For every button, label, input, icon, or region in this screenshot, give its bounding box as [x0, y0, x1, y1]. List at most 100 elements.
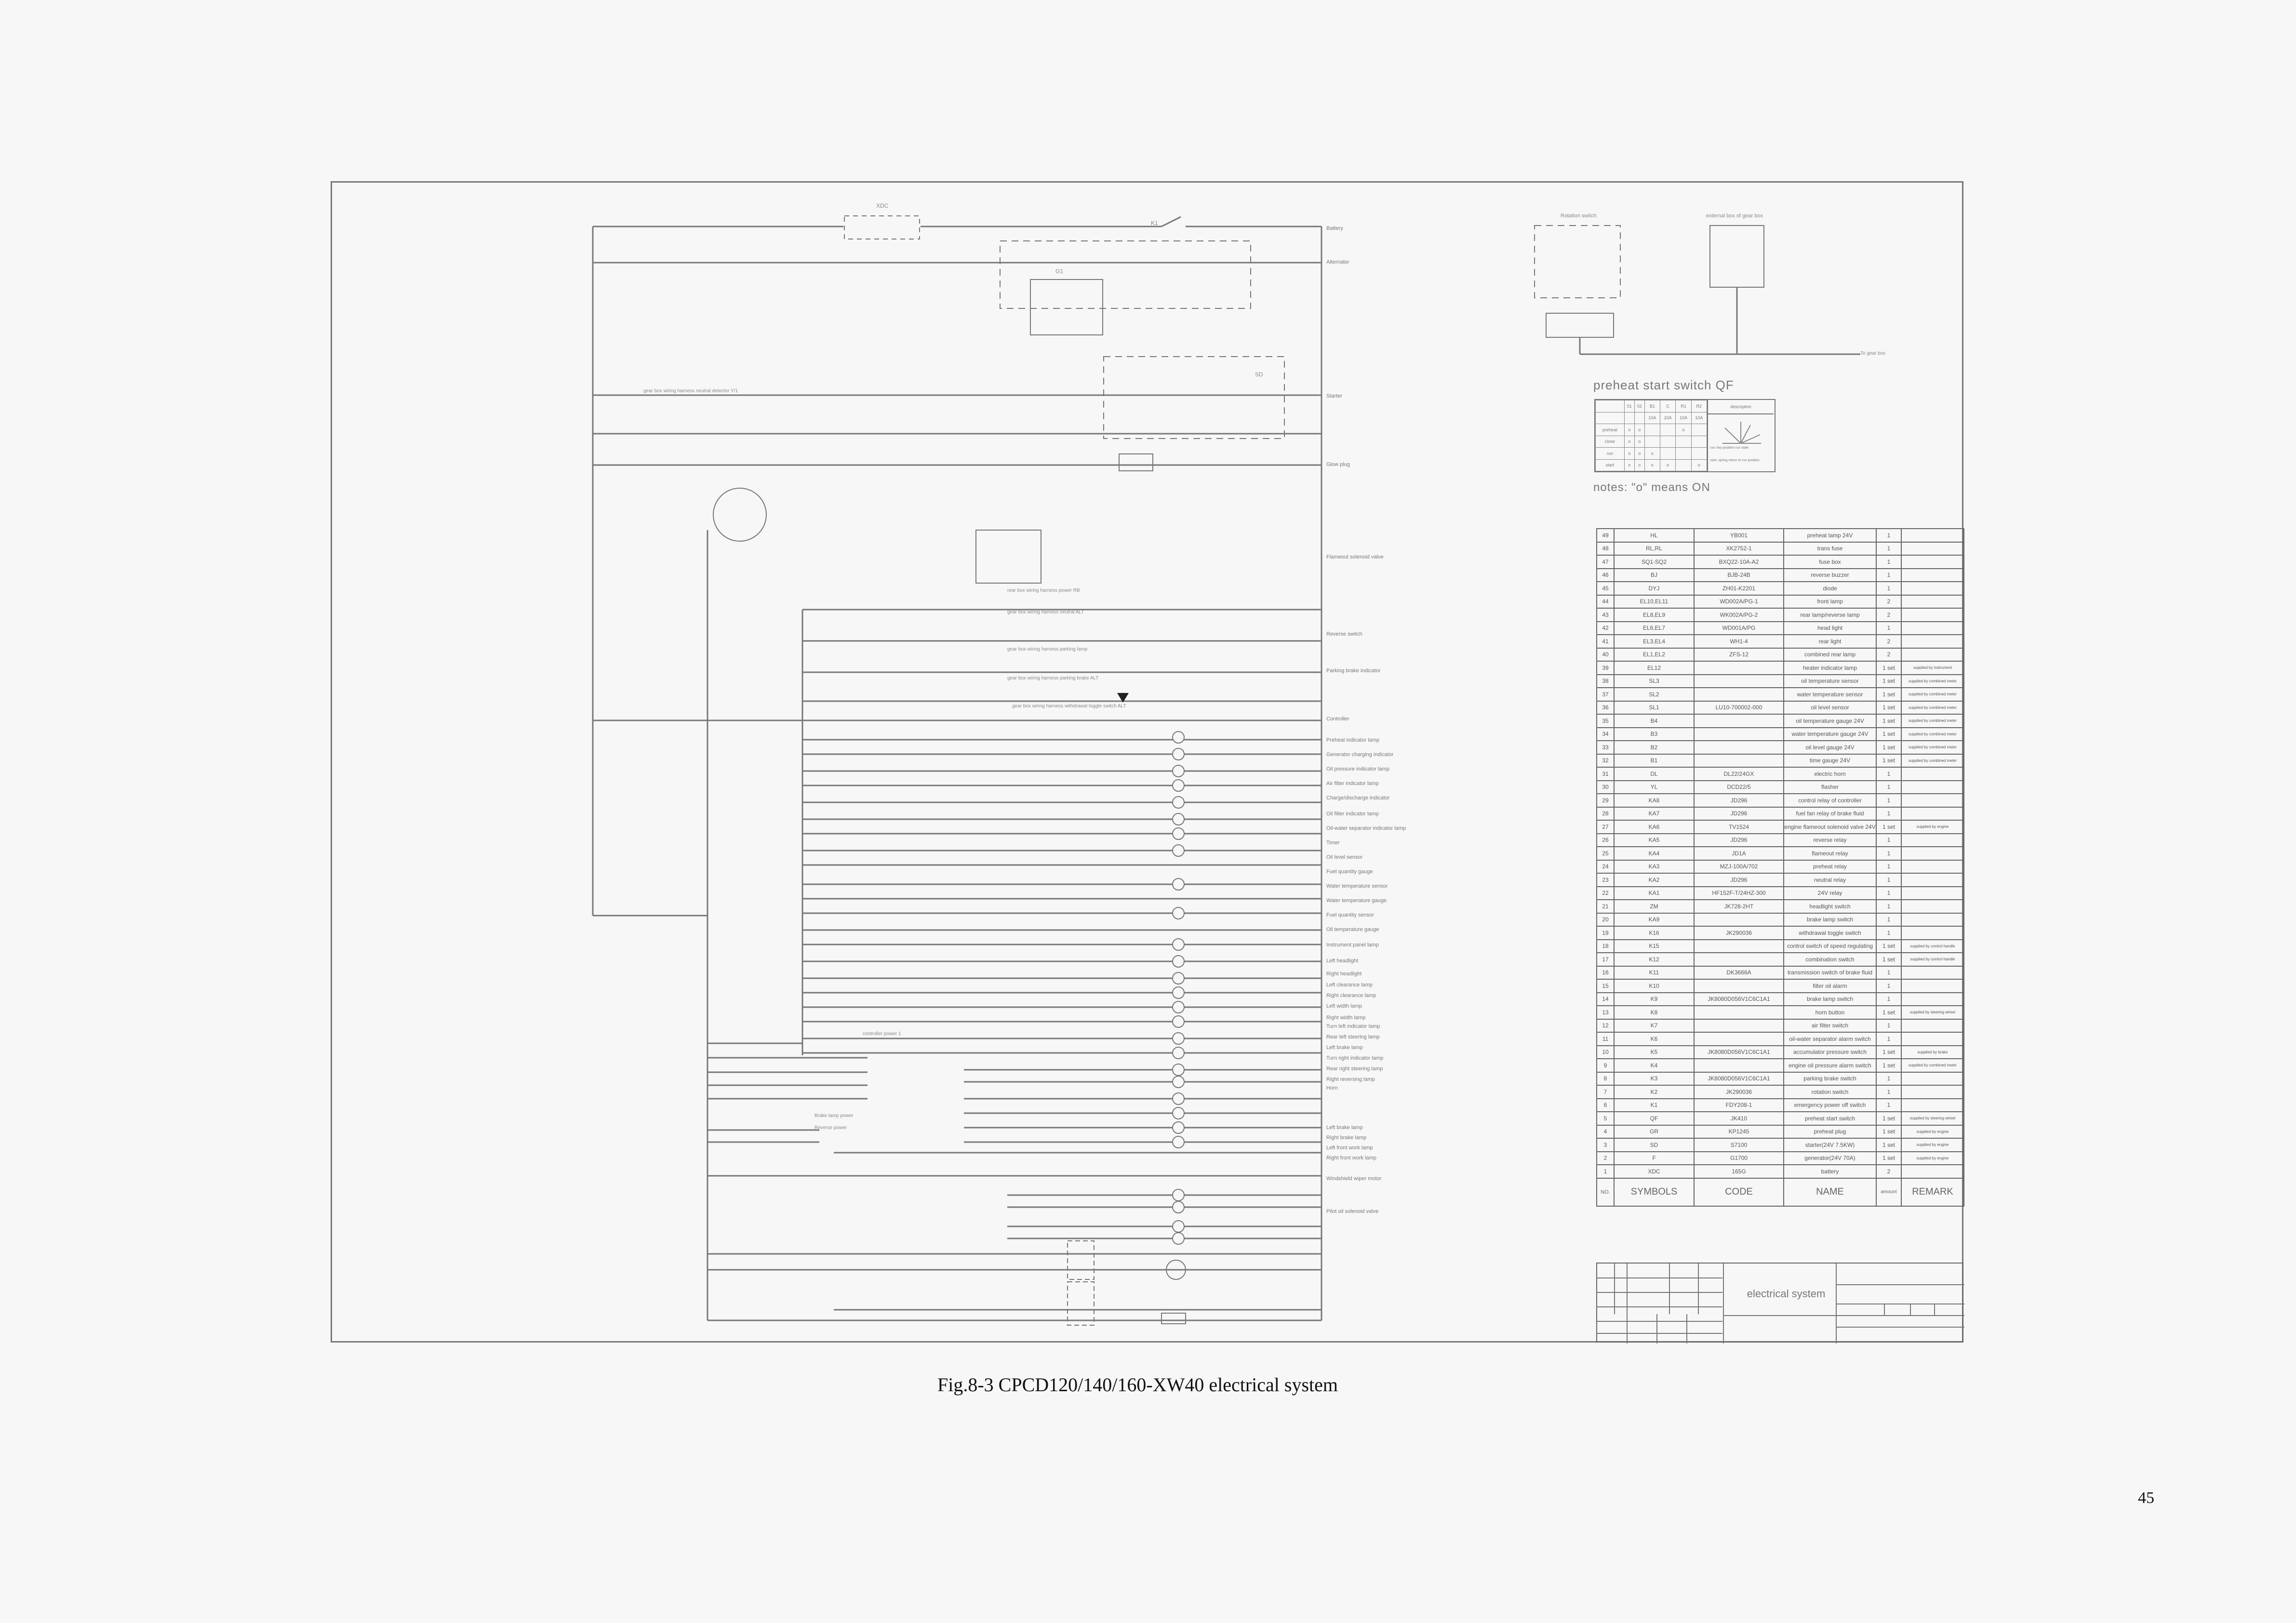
- cell-amount: 1: [1876, 873, 1902, 887]
- ps-cell: o: [1634, 424, 1645, 436]
- wire-note-4: gear box wiring harness parking brake AL…: [1007, 676, 1099, 681]
- cell-remark: [1901, 767, 1964, 781]
- cell-name: oil temperature sensor: [1783, 674, 1877, 688]
- generator-label: G1: [1055, 268, 1064, 275]
- cell-symbols: YL: [1614, 780, 1695, 794]
- cell-code: JK8080D056V1C6C1A1: [1694, 1071, 1784, 1086]
- cell-amount: 1 set: [1876, 939, 1902, 953]
- cell-amount: 1: [1876, 846, 1902, 861]
- cell-no: 1: [1596, 1164, 1615, 1179]
- cell-remark: supplied by combined meter: [1901, 1058, 1964, 1073]
- cell-code: WH1-4: [1694, 634, 1784, 649]
- cell-amount: 2: [1876, 634, 1902, 649]
- cell-name: rotation switch: [1783, 1085, 1877, 1099]
- cell-amount: 1 set: [1876, 700, 1902, 715]
- cell-remark: [1901, 634, 1964, 649]
- cell-code: BJB-24B: [1694, 568, 1784, 582]
- cell-code: [1694, 952, 1784, 967]
- cell-amount: 1: [1876, 780, 1902, 794]
- cell-symbols: GR: [1614, 1124, 1695, 1139]
- cell-name: rear light: [1783, 634, 1877, 649]
- cell-remark: [1901, 647, 1964, 662]
- cell-code: JK728-2HT: [1694, 899, 1784, 914]
- cell-code: WK002A/PG-2: [1694, 608, 1784, 622]
- cell-remark: [1901, 1164, 1964, 1179]
- label-battery: Battery: [1326, 226, 1343, 231]
- cell-code: FDY208-1: [1694, 1098, 1784, 1112]
- cell-symbols: K8: [1614, 1005, 1695, 1020]
- cell-amount: 1 set: [1876, 1005, 1902, 1020]
- cell-remark: supplied by engine: [1901, 1124, 1964, 1139]
- cell-remark: [1901, 992, 1964, 1006]
- title-block-grid: [1597, 1264, 1964, 1344]
- cell-symbols: BJ: [1614, 568, 1695, 582]
- cell-amount: 1: [1876, 767, 1902, 781]
- cell-code: ZFS-12: [1694, 647, 1784, 662]
- cell-symbols: KA6: [1614, 820, 1695, 834]
- cell-no: 44: [1596, 594, 1615, 609]
- cell-no: 2: [1596, 1151, 1615, 1165]
- cell-symbols: RL,RL: [1614, 541, 1695, 556]
- cell-name: front lamp: [1783, 594, 1877, 609]
- cell-remark: [1901, 541, 1964, 556]
- wire-note-3: gear box wiring harness parking lamp: [1007, 647, 1088, 652]
- label-oil-water-lamp: Oil-water separator indicator lamp: [1326, 825, 1406, 831]
- ps-rating-cell: [1595, 412, 1625, 424]
- label-alternator: Alternator: [1326, 259, 1349, 265]
- cell-name: combined rear lamp: [1783, 647, 1877, 662]
- cell-no: 24: [1596, 859, 1615, 874]
- cell-name: fuel fan relay of brake fluid: [1783, 806, 1877, 821]
- cell-name: electric horn: [1783, 767, 1877, 781]
- cell-no: 39: [1596, 661, 1615, 675]
- wire-note-2: gear box wiring harness neutral ALT: [1007, 610, 1084, 615]
- cell-amount: 1 set: [1876, 1138, 1902, 1152]
- ps-cell: o: [1634, 435, 1645, 448]
- cell-no: 25: [1596, 846, 1615, 861]
- cell-no: 20: [1596, 912, 1615, 927]
- cell-code: [1694, 1005, 1784, 1020]
- cell-symbols: K1: [1614, 1098, 1695, 1112]
- ps-rating: 10A: [1691, 412, 1708, 424]
- cell-remark: [1901, 528, 1964, 543]
- ps-cell: o: [1634, 447, 1645, 460]
- ps-description: description run: key position run state …: [1707, 400, 1774, 471]
- cell-name: trans fuse: [1783, 541, 1877, 556]
- cell-no: 5: [1596, 1111, 1615, 1126]
- cell-code: YB001: [1694, 528, 1784, 543]
- cell-symbols: K3: [1614, 1071, 1695, 1086]
- ps-cell: [1691, 447, 1708, 460]
- label-right-brake-lamp: Right brake lamp: [1326, 1135, 1367, 1141]
- main-switch-label: K1: [1151, 220, 1158, 226]
- cell-name: engine oil pressure alarm switch: [1783, 1058, 1877, 1073]
- cell-code: JK410: [1694, 1111, 1784, 1126]
- ps-position: preheat: [1595, 424, 1625, 436]
- ps-col: B1: [1644, 400, 1661, 412]
- cell-name: starter(24V 7.5KW): [1783, 1138, 1877, 1152]
- cell-amount: 2: [1876, 594, 1902, 609]
- cell-code: [1694, 912, 1784, 927]
- cell-amount: 2: [1876, 608, 1902, 622]
- cell-name: preheat start switch: [1783, 1111, 1877, 1126]
- cell-name: combination switch: [1783, 952, 1877, 967]
- cell-code: ZH01-K2201: [1694, 581, 1784, 596]
- label-panel-lamp: Instrument panel lamp: [1326, 942, 1379, 948]
- cell-symbols: F: [1614, 1151, 1695, 1165]
- title-block: electrical system: [1596, 1263, 1964, 1344]
- cell-symbols: EL3,EL4: [1614, 634, 1695, 649]
- cell-remark: supplied by combined meter: [1901, 700, 1964, 715]
- cell-no: 17: [1596, 952, 1615, 967]
- label-left-brake: Left brake lamp: [1326, 1045, 1363, 1051]
